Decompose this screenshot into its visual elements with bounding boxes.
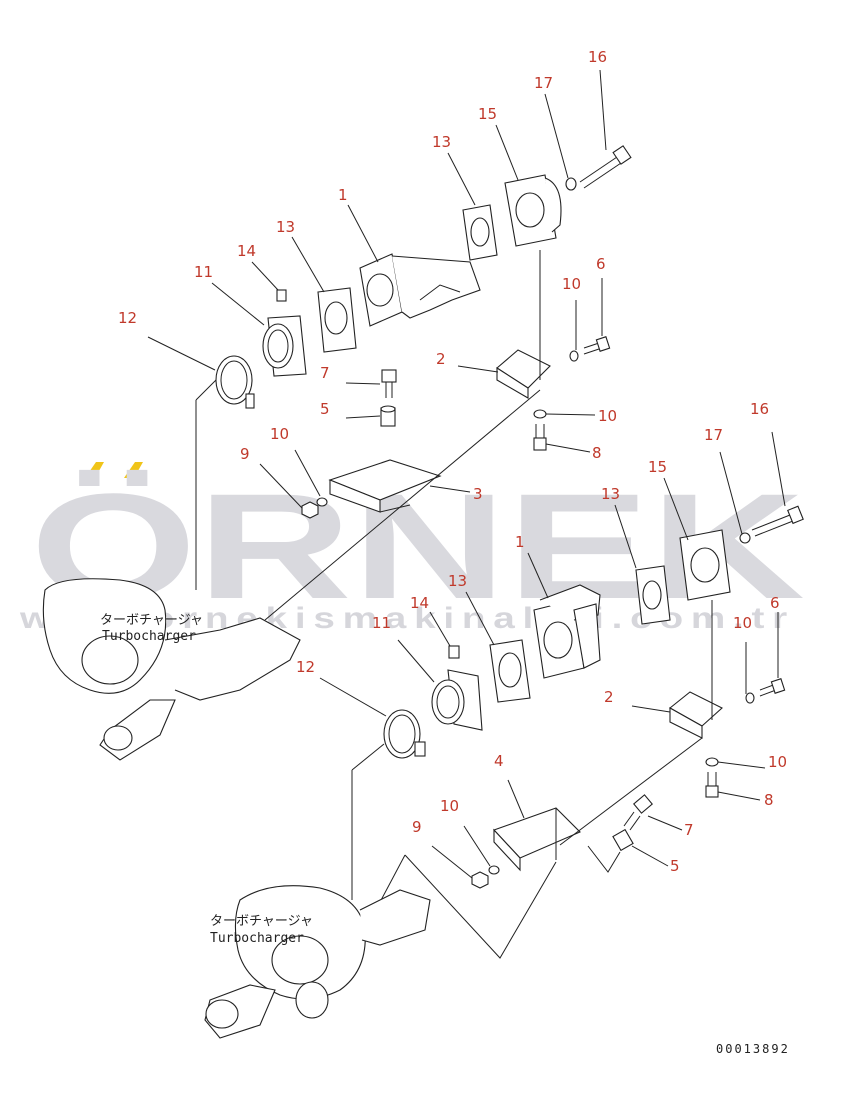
callout-lower-15: 15: [648, 458, 667, 476]
callout-upper-13a: 13: [432, 133, 451, 151]
clamp-12-upper: [215, 355, 255, 409]
callout-lower-10b: 10: [768, 753, 787, 771]
callout-upper-10c: 10: [598, 407, 617, 425]
turbocharger-upper-en: Turbocharger: [102, 629, 196, 644]
callout-lower-12: 12: [296, 658, 315, 676]
flange-11-upper: [262, 315, 307, 377]
callout-lower-17: 17: [704, 426, 723, 444]
callout-upper-2: 2: [436, 350, 446, 368]
bolt-7-upper: [381, 369, 397, 398]
washer-10-lower-c: [488, 865, 500, 875]
callout-upper-8: 8: [592, 444, 602, 462]
washer-17-lower: [739, 532, 751, 544]
callouts: 16 17 15 13 1 13 14 11 12 6 10 2 7 5 10 …: [118, 48, 787, 875]
washer-10-upper-b: [533, 409, 547, 419]
washer-10-upper-c: [316, 497, 328, 507]
washer-10-lower-b: [705, 757, 719, 767]
callout-upper-14: 14: [237, 242, 256, 260]
bolt-8-lower: [705, 772, 719, 798]
bolt-8-upper: [533, 424, 547, 451]
callout-upper-17: 17: [534, 74, 553, 92]
flange-15-lower: [679, 529, 731, 601]
clamp-12-lower: [383, 709, 426, 759]
callout-upper-7: 7: [320, 364, 330, 382]
watermark-accent-right: [124, 462, 143, 478]
callout-upper-12: 12: [118, 309, 137, 327]
callout-upper-9: 9: [240, 445, 250, 463]
callout-upper-6: 6: [596, 255, 606, 273]
turbocharger-lower-jp: ターボチャージャ: [210, 914, 313, 929]
callout-upper-3: 3: [473, 485, 483, 503]
callout-upper-1: 1: [338, 186, 348, 204]
diagram-code: 00013892: [716, 1042, 790, 1056]
bolt-6-lower: [759, 678, 786, 697]
valve-body-1-upper: [359, 253, 481, 327]
bolt-16-upper: [579, 145, 632, 189]
spacer-5-upper: [380, 405, 396, 427]
spacer-5-lower: [612, 828, 634, 852]
callout-upper-5: 5: [320, 400, 330, 418]
callout-lower-10c: 10: [440, 797, 459, 815]
callout-lower-6: 6: [770, 594, 780, 612]
nut-9-upper: [301, 501, 319, 519]
callout-lower-7: 7: [684, 821, 694, 839]
callout-upper-11: 11: [194, 263, 213, 281]
leader-lines: [147, 69, 786, 879]
callout-upper-10b: 10: [270, 425, 289, 443]
callout-upper-15: 15: [478, 105, 497, 123]
callout-lower-13b: 13: [448, 572, 467, 590]
flange-11-lower: [431, 669, 483, 731]
callout-lower-1: 1: [515, 533, 525, 551]
callout-upper-13b: 13: [276, 218, 295, 236]
callout-lower-13a: 13: [601, 485, 620, 503]
callout-lower-10a: 10: [733, 614, 752, 632]
washer-10-lower-a: [745, 692, 755, 704]
washer-17-upper: [565, 177, 577, 191]
gasket-13-upper-right: [462, 204, 498, 261]
callout-upper-16: 16: [588, 48, 607, 66]
turbocharger-upper: [42, 578, 301, 761]
bolt-7-lower: [623, 794, 653, 831]
callout-lower-9: 9: [412, 818, 422, 836]
nut-9-lower: [471, 871, 489, 889]
plug-14-upper: [276, 289, 287, 302]
mounting-line-upper: [264, 389, 541, 621]
washer-10-upper-a: [569, 350, 579, 362]
turbocharger-lower-en: Turbocharger: [210, 931, 304, 946]
turbocharger-lower: [204, 885, 431, 1039]
callout-lower-8: 8: [764, 791, 774, 809]
plug-14-lower: [448, 645, 460, 659]
watermark-accent-left: [85, 462, 104, 478]
callout-lower-5: 5: [670, 857, 680, 875]
callout-upper-10a: 10: [562, 275, 581, 293]
gasket-13-lower-right: [635, 565, 671, 625]
callout-lower-2: 2: [604, 688, 614, 706]
support-3-upper: [328, 459, 442, 513]
callout-lower-14: 14: [410, 594, 429, 612]
callout-lower-16: 16: [750, 400, 769, 418]
lower-assembly: ターボチャージャ Turbocharger: [204, 505, 804, 1039]
support-4-lower: [493, 737, 703, 872]
gasket-13-upper-left: [317, 287, 357, 353]
bolt-6-upper: [583, 336, 611, 355]
gasket-13-lower-left: [489, 639, 531, 703]
turbocharger-upper-jp: ターボチャージャ: [100, 613, 203, 628]
callout-lower-4: 4: [494, 752, 504, 770]
upper-assembly: ターボチャージャ Turbocharger: [42, 145, 632, 761]
flange-15-upper: [504, 174, 562, 247]
bracket-2-upper: [496, 250, 551, 399]
bolt-16-lower: [751, 505, 804, 537]
callout-lower-11: 11: [372, 614, 391, 632]
valve-body-1-lower: [533, 584, 601, 679]
